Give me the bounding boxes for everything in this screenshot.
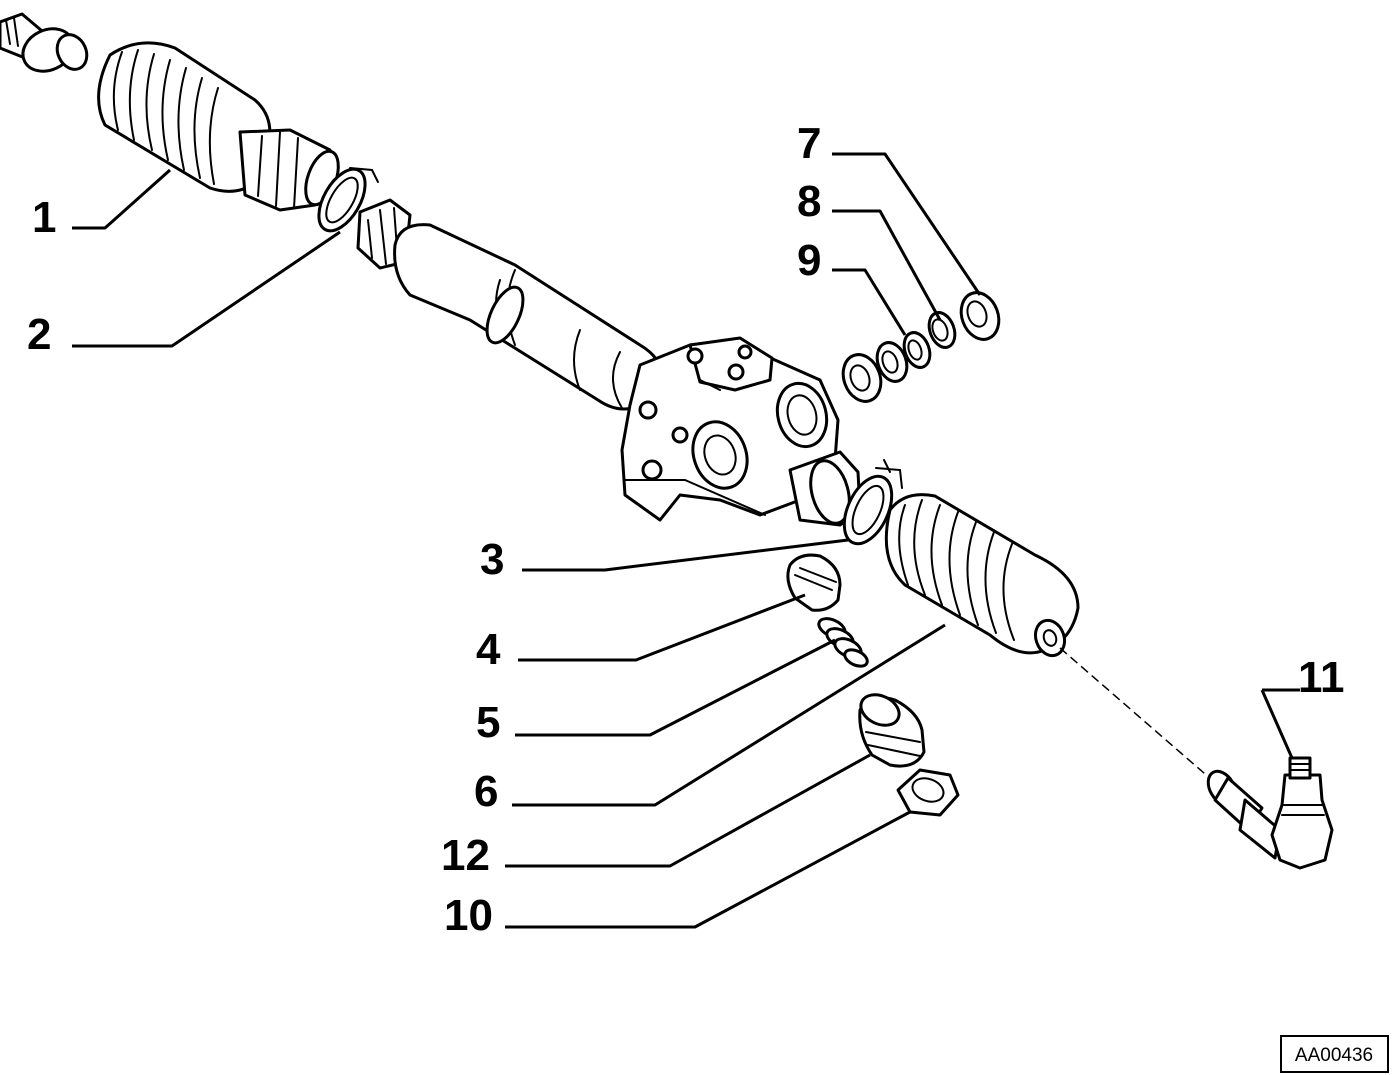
callout-3: 3 [480, 535, 504, 584]
right-boot-clamp [842, 459, 903, 546]
leader-lines [72, 152, 1300, 929]
callout-7: 7 [797, 119, 821, 168]
callout-6: 6 [474, 767, 498, 816]
bearing [841, 341, 909, 403]
right-bellows-boot [884, 493, 1080, 658]
callout-12: 12 [441, 831, 490, 880]
callout-2: 2 [27, 310, 51, 359]
assembly-axis-line [1059, 647, 1213, 781]
callout-5: 5 [476, 698, 500, 747]
left-tie-rod-end [0, 12, 89, 73]
seal-ring [959, 291, 1001, 341]
reference-code-box: AA00436 [1280, 1035, 1389, 1073]
leader-line-5 [515, 638, 836, 737]
leader-line-6 [512, 623, 946, 807]
left-bellows-boot [97, 41, 340, 212]
leader-line-11 [1260, 688, 1300, 759]
right-tube-end [788, 450, 862, 527]
thrust-ring [902, 331, 932, 369]
lock-nut [896, 768, 960, 817]
left-boot-clamp [317, 167, 379, 233]
rack-tube [393, 223, 663, 411]
leader-line-8 [832, 209, 942, 321]
rack-pressure-pad [786, 553, 842, 612]
reference-code: AA00436 [1295, 1045, 1373, 1066]
adjuster-plug [858, 693, 926, 768]
right-tie-rod-end [1206, 756, 1334, 870]
leader-line-3 [522, 538, 849, 572]
callout-9: 9 [797, 236, 821, 285]
callout-11: 11 [1298, 653, 1345, 702]
leader-line-7 [832, 152, 982, 296]
callout-1: 1 [32, 193, 56, 242]
washer [927, 311, 957, 349]
leader-line-10 [505, 810, 911, 929]
leader-line-1 [72, 168, 171, 230]
pad-spring [817, 617, 869, 668]
leader-line-4 [518, 593, 806, 662]
callout-10: 10 [444, 891, 493, 940]
steering-gear-housing [620, 336, 840, 522]
callout-4: 4 [476, 625, 501, 674]
leader-line-9 [832, 268, 907, 336]
callout-8: 8 [797, 177, 821, 226]
leader-line-12 [505, 753, 871, 868]
leader-line-2 [72, 230, 341, 348]
